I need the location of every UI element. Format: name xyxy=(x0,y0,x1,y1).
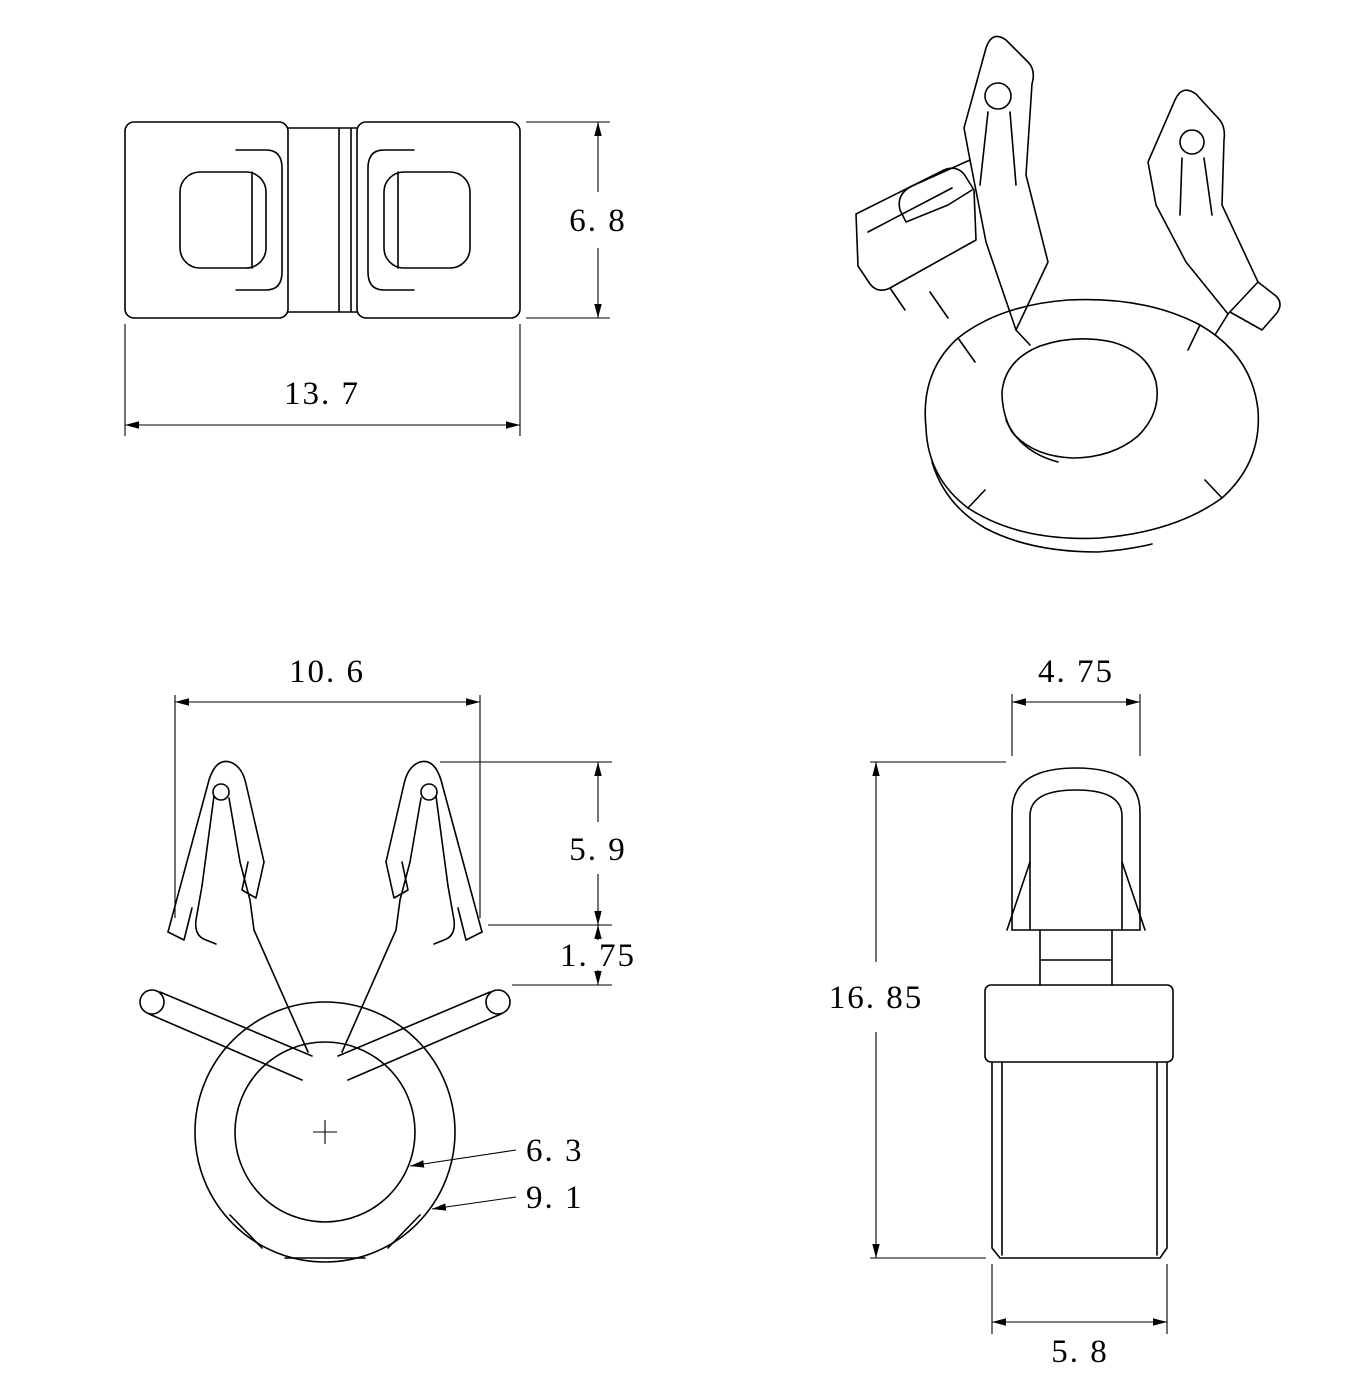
left-wing-inner-return xyxy=(194,885,217,945)
right-arm-hook xyxy=(485,989,511,1015)
left-prong-barb xyxy=(898,159,973,223)
top-view-right-barb xyxy=(367,149,415,291)
ring-inner-opening xyxy=(1001,338,1158,459)
left-wing-slot-tip xyxy=(212,783,230,801)
dim-text-side-base-width: 5. 8 xyxy=(1051,1334,1109,1370)
ring-depth xyxy=(931,461,1153,553)
extension-lines xyxy=(440,761,612,926)
dim-text-outer-diameter: 9. 1 xyxy=(526,1180,584,1216)
dim-text-front-prong-height: 5. 9 xyxy=(569,832,627,868)
wing-dome-outer xyxy=(1011,767,1141,931)
leader-inner-diameter: 6. 3 xyxy=(409,1133,584,1169)
top-view-part-outline xyxy=(124,121,521,319)
flange-block-edge xyxy=(867,187,953,233)
right-prong-outline xyxy=(1147,89,1259,315)
right-wing-outer xyxy=(385,760,483,933)
dim-side-view-width: 4. 75 xyxy=(1011,654,1141,756)
dim-text-top-height: 6. 8 xyxy=(569,203,627,239)
isometric-view xyxy=(855,35,1281,553)
trunk-lines xyxy=(253,929,397,1053)
front-view-part-outline xyxy=(139,760,511,1263)
flange-rect xyxy=(984,984,1174,1063)
dim-front-view-width: 10. 6 xyxy=(174,654,481,918)
ring-outer-circle xyxy=(194,1001,456,1263)
left-wing-slot xyxy=(201,795,241,887)
extension-lines xyxy=(174,695,481,918)
left-wing-trunk-edge xyxy=(239,861,255,931)
right-wing-slot-tip xyxy=(420,783,438,801)
dim-top-view-height: 6. 8 xyxy=(526,121,627,319)
leader-line xyxy=(431,1196,517,1211)
left-arm-hook xyxy=(139,989,165,1015)
ring-chamfers xyxy=(229,1214,421,1259)
connector-lines xyxy=(889,287,1229,346)
ring-outer xyxy=(924,298,1260,540)
dim-text-side-width: 4. 75 xyxy=(1038,654,1114,690)
extension-lines xyxy=(124,324,521,436)
ring-inner-depth xyxy=(1005,419,1059,463)
top-view-left-barb xyxy=(235,149,283,291)
dim-text-side-height: 16. 85 xyxy=(829,980,924,1016)
dim-text-front-width: 10. 6 xyxy=(289,654,365,690)
extension-lines xyxy=(1011,694,1141,756)
dim-text-top-width: 13. 7 xyxy=(284,376,360,412)
left-prong-outline xyxy=(963,35,1049,331)
dim-front-view-arm-offset: 1. 75 xyxy=(512,925,636,986)
extension-lines xyxy=(870,761,1006,1259)
right-wing-slot xyxy=(409,795,449,887)
top-view-center-web xyxy=(287,127,358,313)
right-prong-eye xyxy=(1179,129,1205,155)
wing-dome-inner xyxy=(1029,789,1123,931)
right-wing-trunk-edge xyxy=(395,861,411,931)
extension-lines xyxy=(991,1264,1168,1334)
dim-text-inner-diameter: 6. 3 xyxy=(526,1133,584,1169)
side-view: 4. 75 16. 85 5. 8 xyxy=(829,654,1174,1370)
dim-top-view-width: 13. 7 xyxy=(124,324,521,436)
left-prong-eye xyxy=(984,82,1012,110)
left-wing-outer xyxy=(167,760,265,933)
right-prong-barb xyxy=(1229,281,1281,331)
ring-inner-circle xyxy=(234,1041,416,1223)
base-wall-lines xyxy=(1001,1061,1158,1256)
neck-lines xyxy=(1039,929,1113,986)
top-view-left-block xyxy=(124,121,289,319)
top-view-left-body xyxy=(179,171,267,269)
top-view-right-body xyxy=(383,171,471,269)
right-wing-flare xyxy=(457,907,483,941)
dim-front-view-prong-height: 5. 9 xyxy=(440,761,627,926)
dim-side-view-height: 16. 85 xyxy=(829,761,1006,1259)
ring-center-mark xyxy=(313,1120,337,1144)
top-view: 13. 7 6. 8 xyxy=(124,121,627,436)
right-prong-slot xyxy=(1179,157,1213,216)
ring-facet-lines xyxy=(957,324,1223,509)
front-view: 10. 6 5. 9 1. 75 6. 3 9. 1 xyxy=(139,654,636,1263)
left-arm xyxy=(148,991,313,1081)
left-wing-flare xyxy=(167,907,193,941)
leader-line xyxy=(409,1149,517,1168)
leader-outer-diameter: 9. 1 xyxy=(431,1180,584,1216)
right-arm xyxy=(337,991,502,1081)
dim-side-view-base-width: 5. 8 xyxy=(991,1264,1168,1370)
top-view-right-block xyxy=(356,121,521,319)
left-prong-slot xyxy=(979,111,1017,186)
right-wing-inner-return xyxy=(433,885,456,945)
side-view-part-outline xyxy=(984,767,1174,1259)
flange-block xyxy=(855,167,977,292)
base-outline xyxy=(991,1061,1168,1259)
dim-text-front-arm-offset: 1. 75 xyxy=(560,938,636,974)
wing-skirt-lines xyxy=(1006,861,1146,931)
